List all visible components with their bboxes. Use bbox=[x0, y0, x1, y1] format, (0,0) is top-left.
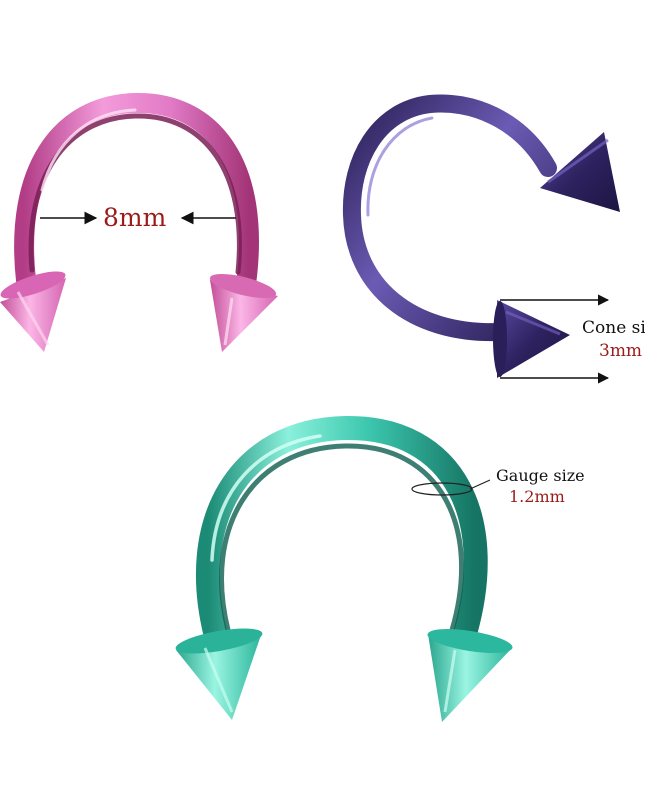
pink-ring-inner-shadow bbox=[28, 113, 242, 275]
teal-ring-inner-shadow bbox=[219, 443, 465, 633]
cone-size-label: Cone si bbox=[582, 318, 645, 338]
teal-right-spike bbox=[427, 629, 513, 722]
gauge-size-label: Gauge size bbox=[496, 466, 585, 485]
pink-ring-highlight bbox=[40, 108, 137, 192]
teal-ring-band bbox=[196, 415, 488, 652]
pink-right-spike bbox=[209, 274, 278, 352]
pink-left-spike bbox=[0, 271, 66, 352]
ring-diameter-label: 8mm bbox=[103, 203, 167, 232]
teal-ring-highlight bbox=[210, 434, 322, 562]
pink-horseshoe-ring bbox=[0, 92, 278, 352]
purple-circular-ring bbox=[342, 94, 620, 384]
teal-left-spike bbox=[175, 628, 263, 720]
gauge-callout-ellipse bbox=[411, 482, 473, 496]
purple-bottom-spike bbox=[493, 300, 570, 378]
purple-ring-highlight bbox=[366, 116, 434, 217]
cone-size-value: 3mm bbox=[599, 341, 643, 361]
purple-top-spike bbox=[540, 132, 620, 212]
gauge-callout-leader bbox=[469, 479, 491, 490]
purple-ring-band bbox=[342, 94, 557, 342]
pink-ring-band bbox=[14, 92, 259, 294]
gauge-size-value: 1.2mm bbox=[509, 487, 565, 506]
teal-horseshoe-ring bbox=[175, 415, 513, 722]
